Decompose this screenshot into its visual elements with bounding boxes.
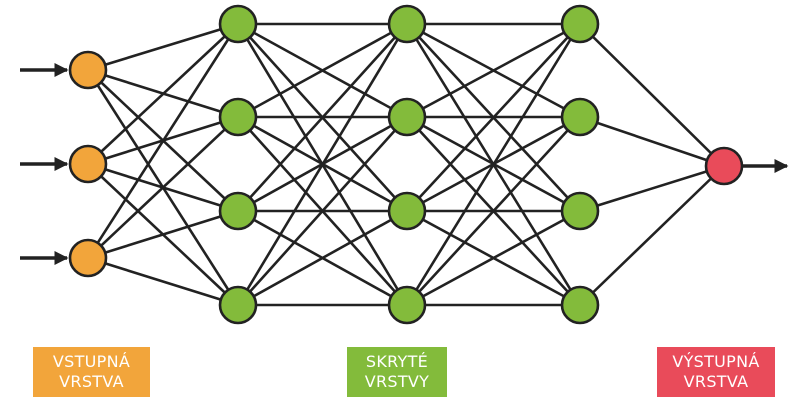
connection-l0-2-l1-1 bbox=[87, 116, 239, 259]
output-layer-label-line1: VÝSTUPNÁ bbox=[672, 352, 760, 371]
input-layer-label-line1: VSTUPNÁ bbox=[52, 352, 131, 371]
hidden-neuron-l2-1 bbox=[387, 4, 427, 44]
input-layer-label-line2: VRSTVA bbox=[59, 372, 124, 391]
hidden-layers-label-line1: SKRYTÉ bbox=[365, 352, 429, 371]
output-neuron-l4-1 bbox=[704, 146, 744, 186]
connection-l0-2-l1-2 bbox=[87, 209, 239, 260]
connection-l1-2-l2-0 bbox=[237, 23, 408, 212]
neurons bbox=[68, 4, 744, 325]
connection-l3-2-l4-0 bbox=[579, 164, 725, 213]
connection-l0-2-l1-0 bbox=[86, 23, 240, 259]
connection-l0-0-l1-0 bbox=[87, 22, 239, 72]
hidden-layers-label-line2: VRSTVY bbox=[364, 372, 430, 391]
hidden-neuron-l3-1 bbox=[560, 4, 600, 44]
connection-l2-2-l3-0 bbox=[406, 23, 581, 212]
connection-l1-1-l2-0 bbox=[237, 22, 408, 119]
hidden-neuron-l1-4 bbox=[218, 285, 258, 325]
io-arrows bbox=[20, 63, 789, 265]
hidden-neuron-l3-3 bbox=[560, 191, 600, 231]
hidden-neuron-l1-2 bbox=[218, 97, 258, 137]
hidden-neuron-l2-3 bbox=[387, 191, 427, 231]
hidden-neuron-l1-1 bbox=[218, 4, 258, 44]
output-layer-label: VÝSTUPNÁ VRSTVA bbox=[657, 347, 775, 397]
hidden-neuron-l1-3 bbox=[218, 191, 258, 231]
connection-l3-1-l4-0 bbox=[579, 115, 725, 168]
connection-l1-3-l2-1 bbox=[237, 116, 408, 306]
connection-l0-1-l1-0 bbox=[87, 23, 239, 165]
hidden-neuron-l2-2 bbox=[387, 97, 427, 137]
connection-l3-0-l4-0 bbox=[579, 23, 725, 167]
connection-l3-3-l4-0 bbox=[579, 165, 725, 306]
input-neuron-l0-1 bbox=[68, 50, 108, 90]
hidden-neuron-l3-2 bbox=[560, 97, 600, 137]
hidden-neuron-l2-4 bbox=[387, 285, 427, 325]
connection-l1-3-l2-2 bbox=[237, 209, 408, 307]
input-neuron-l0-2 bbox=[68, 144, 108, 184]
output-layer-label-line2: VRSTVA bbox=[683, 372, 749, 391]
input-layer-label: VSTUPNÁ VRSTVA bbox=[33, 347, 150, 397]
connection-l2-1-l3-0 bbox=[406, 22, 581, 119]
connection-l0-2-l1-3 bbox=[87, 256, 239, 307]
connections bbox=[86, 22, 725, 307]
hidden-neuron-l3-4 bbox=[560, 285, 600, 325]
input-neuron-l0-3 bbox=[68, 238, 108, 278]
connection-l1-3-l2-0 bbox=[236, 23, 409, 306]
hidden-layers-label: SKRYTÉ VRSTVY bbox=[347, 347, 447, 397]
connection-l2-3-l3-0 bbox=[405, 23, 582, 306]
connection-l2-3-l3-1 bbox=[406, 116, 581, 306]
connection-l2-3-l3-2 bbox=[406, 209, 581, 307]
